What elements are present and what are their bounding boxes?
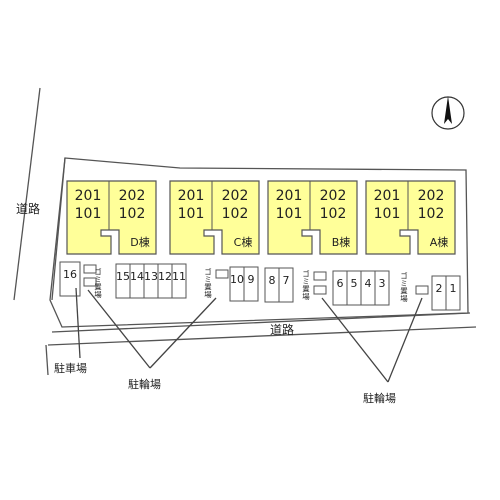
road-label-west: 道路 xyxy=(16,201,40,216)
unit-top-right: 202 xyxy=(119,188,146,204)
parking-space-1: 1 xyxy=(445,275,461,311)
parking-space-2: 2 xyxy=(431,275,447,311)
garbage-label-2: ゴミ置場 xyxy=(203,267,212,300)
parking-number: 14 xyxy=(130,270,144,283)
building-label: C棟 xyxy=(234,235,253,249)
parking-space-4: 4 xyxy=(360,270,376,306)
parking-number: 7 xyxy=(283,274,290,287)
parking-number: 12 xyxy=(158,270,172,283)
unit-top-left: 201 xyxy=(75,188,102,204)
parking-number: 10 xyxy=(230,273,244,286)
parking-space-9: 9 xyxy=(243,266,259,302)
building-outline xyxy=(365,180,456,255)
parking-space-7: 7 xyxy=(278,267,294,303)
parking-space-16: 16 xyxy=(59,261,81,297)
bicycle-parking-label-1: 駐輪場 xyxy=(128,377,161,391)
road-label-south: 道路 xyxy=(270,322,294,337)
unit-bottom-left: 101 xyxy=(178,206,205,222)
parking-number: 1 xyxy=(450,282,457,295)
unit-bottom-left: 101 xyxy=(75,206,102,222)
parking-number: 9 xyxy=(248,273,255,286)
garbage-label-1: ゴミ置場 xyxy=(93,267,102,300)
parking-space-10: 10 xyxy=(229,266,245,302)
parking-space-5: 5 xyxy=(346,270,362,306)
unit-bottom-left: 101 xyxy=(276,206,303,222)
unit-top-right: 202 xyxy=(418,188,445,204)
unit-bottom-right: 102 xyxy=(320,206,347,222)
garbage-label-3: ゴミ置場 xyxy=(301,269,310,302)
building-label: B棟 xyxy=(332,235,351,249)
building-outline xyxy=(169,180,260,255)
north-arrow-icon xyxy=(431,96,465,130)
unit-bottom-right: 102 xyxy=(418,206,445,222)
parking-space-13: 13 xyxy=(143,263,159,299)
parking-number: 15 xyxy=(116,270,130,283)
parking-space-3: 3 xyxy=(374,270,390,306)
parking-number: 5 xyxy=(351,277,358,290)
unit-top-left: 201 xyxy=(178,188,205,204)
site-boundary xyxy=(49,157,469,328)
parking-number: 16 xyxy=(63,268,77,281)
parking-space-15: 15 xyxy=(115,263,131,299)
road-edges xyxy=(13,87,477,376)
parking-space-14: 14 xyxy=(129,263,145,299)
parking-space-12: 12 xyxy=(157,263,173,299)
unit-top-left: 201 xyxy=(374,188,401,204)
unit-top-right: 202 xyxy=(222,188,249,204)
parking-number: 8 xyxy=(269,274,276,287)
parking-number: 3 xyxy=(379,277,386,290)
bicycle-parking-label-2: 駐輪場 xyxy=(363,391,396,405)
garbage-stations xyxy=(83,264,429,295)
parking-number: 6 xyxy=(337,277,344,290)
parking-lot-label: 駐車場 xyxy=(54,361,87,375)
unit-top-right: 202 xyxy=(320,188,347,204)
garbage-label-4: ゴミ置場 xyxy=(399,271,408,304)
parking-space-11: 11 xyxy=(171,263,187,299)
unit-bottom-left: 101 xyxy=(374,206,401,222)
parking-number: 11 xyxy=(172,270,186,283)
unit-bottom-right: 102 xyxy=(119,206,146,222)
unit-top-left: 201 xyxy=(276,188,303,204)
unit-bottom-right: 102 xyxy=(222,206,249,222)
building-outline xyxy=(267,180,358,255)
parking-space-8: 8 xyxy=(264,267,280,303)
parking-number: 4 xyxy=(365,277,372,290)
building-outline xyxy=(66,180,157,255)
building-label: A棟 xyxy=(430,235,449,249)
leader-lines xyxy=(75,287,423,383)
parking-number: 13 xyxy=(144,270,158,283)
parking-space-6: 6 xyxy=(332,270,348,306)
building-label: D棟 xyxy=(130,235,149,249)
parking-number: 2 xyxy=(436,282,443,295)
